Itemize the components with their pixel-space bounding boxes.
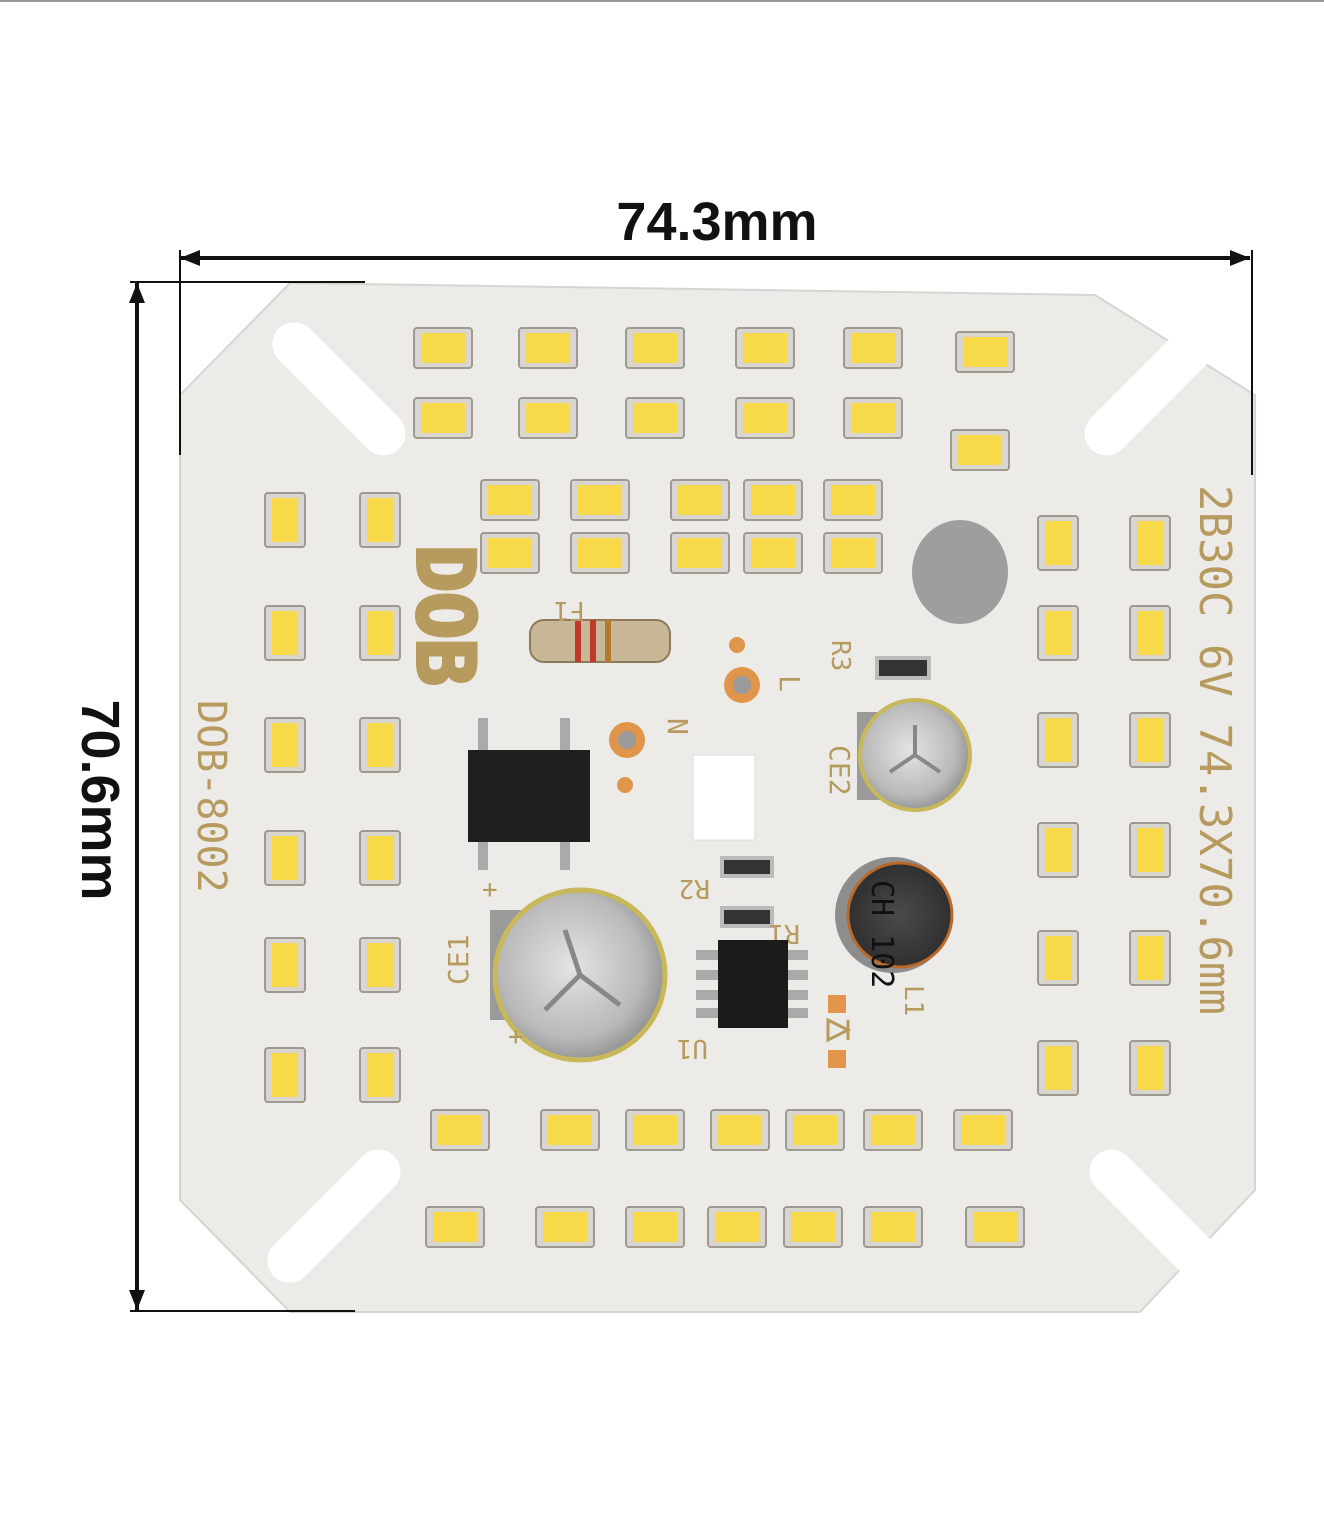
led-phosphor — [488, 538, 532, 568]
led-phosphor — [367, 1053, 393, 1097]
led-phosphor — [633, 1115, 677, 1145]
bridge-rectifier: + — [468, 718, 590, 905]
led-phosphor — [272, 611, 298, 655]
height-label: 70.6mm — [70, 699, 130, 900]
resistor-r2 — [720, 906, 774, 928]
corner-slot — [1089, 1149, 1223, 1283]
led-phosphor — [963, 337, 1007, 367]
led-phosphor — [1137, 611, 1163, 655]
corner-slot — [272, 322, 406, 456]
svg-text:+: + — [482, 875, 498, 905]
capacitor-ce1: CE1 + — [442, 887, 668, 1063]
led-phosphor — [438, 1115, 482, 1145]
svg-text:L1: L1 — [898, 985, 928, 1016]
svg-text:+: + — [508, 1022, 524, 1052]
svg-text:CE2: CE2 — [823, 745, 856, 796]
led-phosphor — [1045, 828, 1071, 872]
led-phosphor — [718, 1115, 762, 1145]
dob-logo: DOB — [399, 545, 489, 686]
led-phosphor — [851, 333, 895, 363]
led-phosphor — [1045, 718, 1071, 762]
led-phosphor — [633, 1212, 677, 1242]
led-phosphor — [871, 1115, 915, 1145]
spec-silkscreen: 2B30C 6V 74.3X70.6mm — [1189, 485, 1240, 1015]
top-border-line — [0, 0, 1324, 2]
led-phosphor — [421, 333, 465, 363]
led-phosphor — [578, 538, 622, 568]
led-phosphor — [831, 485, 875, 515]
led-phosphor — [272, 498, 298, 542]
led-phosphor — [1137, 521, 1163, 565]
led-phosphor — [272, 943, 298, 987]
svg-text:U1: U1 — [677, 1033, 708, 1063]
led-phosphor — [743, 403, 787, 433]
led-phosphor — [367, 836, 393, 880]
corner-slot — [1084, 322, 1218, 456]
led-phosphor — [1137, 936, 1163, 980]
inductor-marking: CH 102 — [864, 880, 899, 988]
resistor-r3 — [875, 656, 931, 680]
led-phosphor — [272, 723, 298, 767]
led-phosphor — [678, 538, 722, 568]
led-phosphor — [367, 723, 393, 767]
r2-label: R2 — [679, 873, 710, 903]
led-phosphor — [633, 333, 677, 363]
led-phosphor — [526, 403, 570, 433]
fuse-f1: F1 — [529, 595, 671, 663]
capacitor-ce2: CE2 — [823, 698, 972, 812]
led-phosphor — [678, 485, 722, 515]
width-dimension: 74.3mm — [179, 192, 1253, 475]
led-array — [264, 327, 1171, 1248]
neutral-label: N — [661, 718, 694, 735]
inductor-l1: CH 102 L1 — [835, 857, 954, 1016]
center-white-led — [692, 754, 756, 841]
svg-text:CE1: CE1 — [442, 934, 475, 985]
led-phosphor — [488, 485, 532, 515]
led-phosphor — [633, 403, 677, 433]
led-phosphor — [1045, 936, 1071, 980]
led-phosphor — [973, 1212, 1017, 1242]
led-phosphor — [751, 485, 795, 515]
led-phosphor — [871, 1212, 915, 1242]
live-label: L — [773, 675, 806, 692]
led-phosphor — [367, 943, 393, 987]
led-phosphor — [1137, 718, 1163, 762]
led-phosphor — [961, 1115, 1005, 1145]
svg-text:F1: F1 — [554, 595, 585, 625]
blurred-blob — [912, 520, 1008, 624]
led-phosphor — [548, 1115, 592, 1145]
led-phosphor — [1137, 1046, 1163, 1090]
led-phosphor — [433, 1212, 477, 1242]
led-phosphor — [1045, 611, 1071, 655]
width-label: 74.3mm — [616, 192, 817, 252]
corner-slot — [267, 1149, 401, 1283]
ic-u1: U1 — [677, 940, 808, 1063]
led-phosphor — [543, 1212, 587, 1242]
led-phosphor — [272, 836, 298, 880]
led-phosphor — [578, 485, 622, 515]
led-phosphor — [751, 538, 795, 568]
led-phosphor — [421, 403, 465, 433]
model-silkscreen: DOB-8002 — [188, 700, 234, 893]
led-phosphor — [1045, 521, 1071, 565]
led-phosphor — [831, 538, 875, 568]
led-phosphor — [791, 1212, 835, 1242]
led-phosphor — [793, 1115, 837, 1145]
led-phosphor — [958, 435, 1002, 465]
r3-label: R3 — [825, 640, 855, 671]
led-phosphor — [1045, 1046, 1071, 1090]
resistor-r1 — [720, 856, 774, 878]
led-phosphor — [526, 333, 570, 363]
led-phosphor — [367, 611, 393, 655]
led-phosphor — [367, 498, 393, 542]
height-dimension: 70.6mm — [70, 281, 365, 1312]
led-phosphor — [743, 333, 787, 363]
led-phosphor — [272, 1053, 298, 1097]
led-phosphor — [1137, 828, 1163, 872]
led-phosphor — [715, 1212, 759, 1242]
led-phosphor — [851, 403, 895, 433]
